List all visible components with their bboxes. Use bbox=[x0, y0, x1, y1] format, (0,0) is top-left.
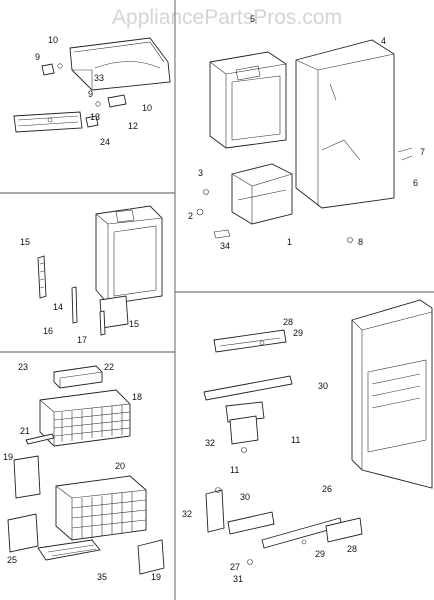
housing-assembly bbox=[37, 205, 163, 336]
part-number-9: 9 bbox=[88, 89, 93, 99]
part-number-26: 26 bbox=[322, 484, 332, 494]
part-number-19: 19 bbox=[151, 572, 161, 582]
cabinet-assembly bbox=[196, 39, 413, 243]
part-number-5: 5 bbox=[250, 14, 255, 24]
part-number-6: 6 bbox=[413, 178, 418, 188]
part-number-15: 15 bbox=[20, 237, 30, 247]
part-number-20: 20 bbox=[115, 461, 125, 471]
slide-assembly bbox=[203, 299, 433, 565]
part-number-35: 35 bbox=[97, 572, 107, 582]
part-number-19: 19 bbox=[3, 452, 13, 462]
part-number-1: 1 bbox=[287, 237, 292, 247]
part-number-32: 32 bbox=[182, 509, 192, 519]
watermark-text: AppliancePartsPros.com bbox=[112, 6, 342, 29]
part-number-34: 34 bbox=[220, 241, 230, 251]
part-number-33: 33 bbox=[94, 73, 104, 83]
part-number-3: 3 bbox=[198, 168, 203, 178]
part-number-8: 8 bbox=[358, 237, 363, 247]
part-number-28: 28 bbox=[283, 317, 293, 327]
part-number-10: 10 bbox=[142, 103, 152, 113]
part-number-2: 2 bbox=[188, 211, 193, 221]
part-number-30: 30 bbox=[318, 381, 328, 391]
part-number-15: 15 bbox=[129, 319, 139, 329]
part-number-9: 9 bbox=[35, 52, 40, 62]
part-number-22: 22 bbox=[104, 362, 114, 372]
drawer-assembly bbox=[7, 365, 165, 575]
part-number-17: 17 bbox=[77, 335, 87, 345]
part-number-7: 7 bbox=[420, 147, 425, 157]
part-number-31: 31 bbox=[233, 574, 243, 584]
part-number-23: 23 bbox=[18, 362, 28, 372]
part-number-11: 11 bbox=[230, 465, 239, 475]
crisper-cover-assembly bbox=[13, 37, 171, 133]
part-number-11: 11 bbox=[291, 435, 300, 445]
part-number-4: 4 bbox=[381, 36, 386, 46]
part-number-32: 32 bbox=[205, 438, 215, 448]
part-number-12: 12 bbox=[128, 121, 138, 131]
part-number-16: 16 bbox=[43, 326, 53, 336]
part-number-30: 30 bbox=[240, 492, 250, 502]
part-number-14: 14 bbox=[53, 302, 63, 312]
part-number-24: 24 bbox=[100, 137, 110, 147]
part-number-10: 10 bbox=[48, 35, 58, 45]
part-number-21: 21 bbox=[20, 426, 30, 436]
part-number-29: 29 bbox=[315, 549, 325, 559]
part-number-13: 13 bbox=[90, 112, 100, 122]
part-number-28: 28 bbox=[347, 544, 357, 554]
part-number-29: 29 bbox=[293, 328, 303, 338]
part-number-27: 27 bbox=[230, 562, 240, 572]
part-number-25: 25 bbox=[7, 555, 17, 565]
part-number-18: 18 bbox=[132, 392, 142, 402]
